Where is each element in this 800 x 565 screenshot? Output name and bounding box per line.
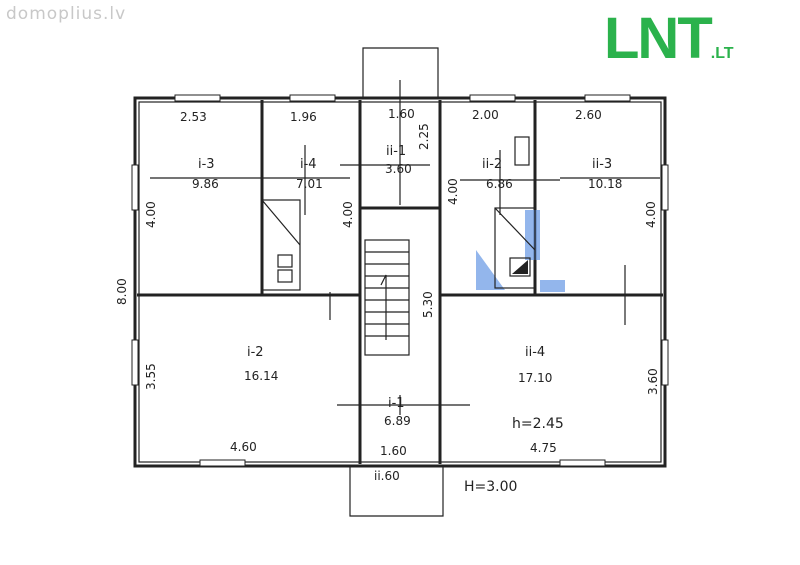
dim-left-i2: 3.55: [144, 363, 158, 390]
logo-suffix: .LT: [710, 45, 734, 62]
building-height-note: H=3.00: [464, 479, 517, 495]
dim-top-i4: 1.96: [290, 110, 317, 124]
dim-top-ii3: 2.60: [575, 108, 602, 122]
room-ii4-area: 17.10: [518, 371, 552, 385]
room-ii4-name: ii-4: [525, 345, 545, 360]
dim-stair: 5.30: [421, 291, 435, 318]
room-i1-area: 6.89: [384, 414, 411, 428]
staircase: [364, 239, 410, 356]
dim-left-i3: 4.00: [144, 201, 158, 228]
watermark: domoplius.lv: [6, 4, 127, 24]
dim-top-ii2: 2.00: [472, 108, 499, 122]
lnt-logo: LNT.LT: [604, 10, 734, 68]
windows: [131, 94, 669, 467]
dim-bottom-i2: 4.60: [230, 440, 257, 454]
room-i4-name: i-4: [300, 157, 317, 172]
room-i1-name: i-1: [388, 396, 405, 411]
dim-overall-left: 8.00: [115, 278, 129, 305]
dim-entrance-ii: ii.60: [374, 469, 400, 483]
dim-right-ii4: 3.60: [646, 368, 660, 395]
dim-i4-right: 4.00: [341, 201, 355, 228]
room-i4-area: 7.01: [296, 177, 323, 191]
dim-top-i3: 2.53: [180, 110, 207, 124]
room-ii2-area: 6.86: [486, 177, 513, 191]
room-i3-name: i-3: [198, 157, 215, 172]
dim-bottom-ii4: 4.75: [530, 441, 557, 455]
logo-main: LNT: [604, 6, 713, 71]
room-ii1-name: ii-1: [386, 144, 406, 159]
dim-ii2-left: 4.00: [446, 178, 460, 205]
entrances: [349, 47, 444, 517]
dim-vert-ii1: 2.25: [417, 123, 431, 150]
stove-left: [261, 199, 301, 291]
room-ii2-name: ii-2: [482, 157, 502, 172]
dim-top-ii1: 1.60: [388, 107, 415, 121]
dimension-labels: 2.53 1.96 1.60 2.00 2.60 2.25 4.00 4.00 …: [115, 107, 660, 483]
room-labels: i-3 9.86 i-4 7.01 ii-1 3.60 ii-2 6.86 ii…: [192, 144, 622, 428]
room-ii3-area: 10.18: [588, 177, 622, 191]
room-markers: [150, 80, 660, 415]
room-i2-name: i-2: [247, 345, 264, 360]
room-i2-area: 16.14: [244, 369, 278, 383]
room-ii1-area: 3.60: [385, 162, 412, 176]
height-notes: h=2.45 H=3.00: [464, 416, 564, 495]
dim-bottom-i1: 1.60: [380, 444, 407, 458]
room-ii3-name: ii-3: [592, 157, 612, 172]
room-i3-area: 9.86: [192, 177, 219, 191]
room-height-note: h=2.45: [512, 416, 564, 432]
dim-right-ii3: 4.00: [644, 201, 658, 228]
stove-right: [476, 136, 565, 292]
